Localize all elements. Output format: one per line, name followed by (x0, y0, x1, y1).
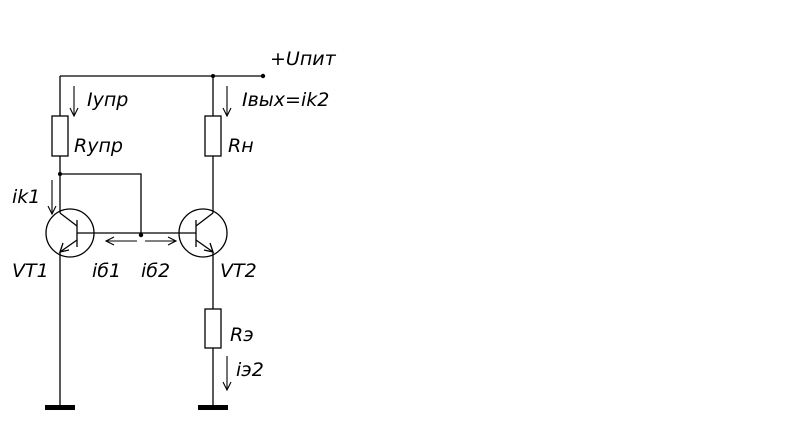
ground-left (45, 405, 75, 410)
ik1-label: ik1 (12, 186, 40, 208)
left-branch-wires (58, 76, 144, 405)
ik1-arrow (47, 180, 57, 216)
resistor-re (204, 308, 222, 349)
transistor-vt2 (141, 208, 228, 258)
i-ctrl-arrow (69, 86, 79, 118)
supply-label: +Uпит (270, 48, 337, 70)
r-load-label: Rн (228, 135, 254, 157)
ie2-arrow (222, 356, 232, 392)
vt2-label: VT2 (220, 260, 257, 282)
ib1-label: iб1 (92, 260, 121, 282)
i-out-arrow (222, 86, 232, 118)
ib1-arrow (104, 236, 137, 246)
ib2-label: iб2 (141, 260, 170, 282)
i-out-label: Iвых=ik2 (242, 89, 329, 111)
resistor-rn (204, 115, 222, 157)
r-ctrl-label: Rупр (74, 135, 123, 157)
ib2-arrow (145, 236, 178, 246)
transistor-vt1 (45, 208, 141, 258)
vt1-label: VT1 (12, 260, 49, 282)
r-emitter-label: Rэ (230, 324, 254, 346)
i-ctrl-label: Iупр (87, 89, 128, 111)
resistor-rupr (51, 115, 69, 157)
ie2-label: iэ2 (236, 359, 264, 381)
ground-right (198, 405, 228, 410)
supply-rail (60, 73, 266, 79)
